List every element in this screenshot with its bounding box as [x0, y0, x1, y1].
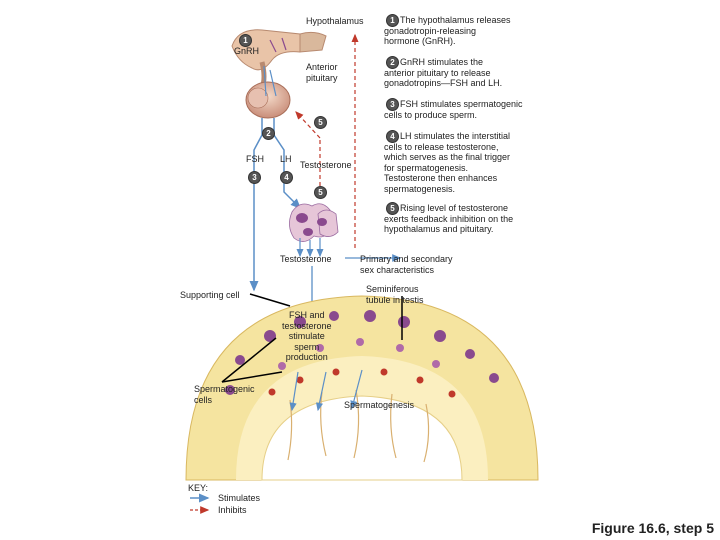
label-spermatogenesis: Spermatogenesis	[344, 400, 415, 410]
badge-four: 4	[280, 171, 293, 184]
badge-five-upper: 5	[314, 116, 327, 129]
key-title: KEY:	[188, 483, 209, 493]
step-5-badge: 5	[386, 202, 399, 215]
label-hypothalamus: Hypothalamus	[306, 16, 364, 26]
seminiferous-tubule	[185, 295, 539, 481]
feedback-inhibition-arrows	[295, 33, 359, 248]
label-seminiferous-tubule: Seminiferous tubule in testis	[366, 284, 424, 305]
label-gnrh: GnRH	[234, 46, 260, 56]
badge-five-lower: 5	[314, 186, 327, 199]
key-stimulates: Stimulates	[218, 493, 261, 503]
label-testosterone-upper: Testosterone	[300, 160, 352, 170]
leader-lines	[221, 293, 403, 383]
step-5-text: Rising level of testosterone exerts feed…	[384, 203, 514, 234]
label-lh: LH	[280, 154, 292, 164]
step-4-text: LH stimulates the interstitial cells to …	[384, 131, 511, 194]
label-fsh-testosterone: FSH and testosterone stimulate sperm pro…	[282, 310, 332, 362]
step-3-text: FSH stimulates spermatogenic cells to pr…	[384, 99, 523, 120]
label-supporting-cell: Supporting cell	[180, 290, 240, 300]
badge-two: 2	[262, 127, 275, 140]
label-testosterone-lower: Testosterone	[280, 254, 332, 264]
label-primary-secondary: Primary and secondary sex characteristic…	[360, 254, 453, 275]
badge-three: 3	[248, 171, 261, 184]
step-2-text: GnRH stimulates the anterior pituitary t…	[384, 57, 503, 88]
badge-one: 1	[239, 34, 252, 47]
step-4-badge: 4	[386, 130, 399, 143]
label-spermatogenic-cells: Spermatogenic cells	[194, 384, 255, 405]
step-2-badge: 2	[386, 56, 399, 69]
step-1-badge: 1	[386, 14, 399, 27]
label-anterior-pituitary: Anterior pituitary	[306, 62, 338, 83]
figure-caption: Figure 16.6, step 5	[591, 520, 714, 536]
interstitial-cells	[289, 203, 339, 242]
key-lines	[190, 493, 210, 514]
label-fsh: FSH	[246, 154, 264, 164]
step-3-badge: 3	[386, 98, 399, 111]
key-inhibits: Inhibits	[218, 505, 247, 515]
step-1-text: The hypothalamus releases gonadotropin-r…	[384, 15, 511, 46]
